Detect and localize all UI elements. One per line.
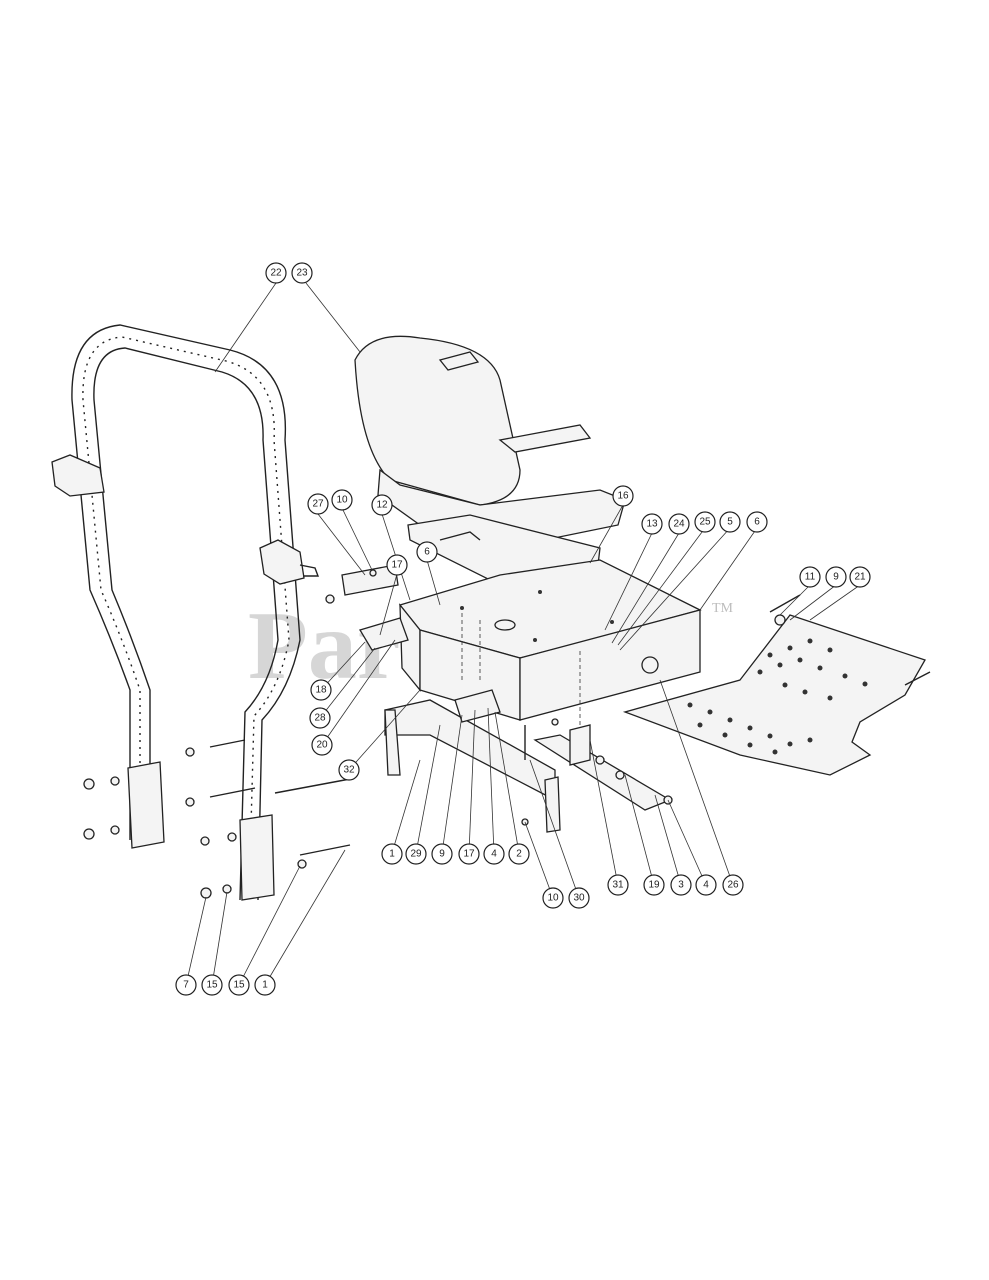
callout-13-label: 13 — [646, 519, 658, 530]
callout-17-bottom-label: 17 — [463, 849, 475, 860]
callout-12: 12 — [371, 494, 393, 516]
callout-6-right: 6 — [746, 511, 768, 533]
callout-10-bottom-label: 10 — [547, 893, 559, 904]
callout-20-label: 20 — [316, 740, 328, 751]
callout-23: 23 — [291, 262, 313, 284]
callout-12-label: 12 — [376, 500, 388, 511]
callout-30: 30 — [568, 887, 590, 909]
leader-lines — [185, 282, 861, 986]
callout-15-right-label: 15 — [233, 980, 245, 991]
callout-26: 26 — [722, 874, 744, 896]
callout-7: 7 — [175, 974, 197, 996]
callout-27: 27 — [307, 493, 329, 515]
callout-11-top: 11 — [799, 566, 821, 588]
callout-1-bottom: 1 — [254, 974, 276, 996]
floor-plate — [622, 594, 931, 776]
callout-32: 32 — [338, 759, 360, 781]
callout-31-label: 31 — [612, 880, 624, 891]
callout-7-label: 7 — [183, 980, 189, 991]
roll-bar — [51, 324, 320, 901]
callout-15-right: 15 — [228, 974, 250, 996]
callout-24: 24 — [668, 513, 690, 535]
callout-23-label: 23 — [296, 268, 308, 279]
callout-17-top: 17 — [386, 554, 408, 576]
callout-18: 18 — [310, 679, 332, 701]
callout-32-label: 32 — [343, 765, 355, 776]
callout-10-label: 10 — [336, 495, 348, 506]
callout-3: 3 — [670, 874, 692, 896]
callout-9-bottom: 9 — [431, 843, 453, 865]
callout-31: 31 — [607, 874, 629, 896]
callout-16: 16 — [612, 485, 634, 507]
callout-5-label: 5 — [727, 517, 733, 528]
callout-6-left-label: 6 — [424, 547, 430, 558]
callout-19-label: 19 — [648, 880, 660, 891]
callouts: 22 23 27 10 12 16 13 24 25 5 6 6 17 11 9… — [175, 262, 871, 996]
callout-16-label: 16 — [617, 491, 629, 502]
callout-9-bottom-label: 9 — [439, 849, 445, 860]
callout-28-label: 28 — [314, 713, 326, 724]
callout-24-label: 24 — [673, 519, 685, 530]
callout-25: 25 — [694, 511, 716, 533]
callout-11-top-label: 11 — [805, 572, 816, 583]
callout-1-mid-label: 1 — [389, 849, 395, 860]
watermark-tm: TM — [712, 601, 734, 616]
callout-21-label: 21 — [854, 572, 866, 583]
callout-2: 2 — [508, 843, 530, 865]
callout-3-label: 3 — [678, 880, 684, 891]
callout-29-label: 29 — [410, 849, 422, 860]
callout-4-right: 4 — [695, 874, 717, 896]
callout-1-bottom-label: 1 — [262, 980, 268, 991]
callout-13: 13 — [641, 513, 663, 535]
frame-rails — [384, 610, 673, 833]
roll-bar-hardware — [83, 739, 351, 899]
seat-bracket — [325, 564, 409, 651]
callout-4-mid: 4 — [483, 843, 505, 865]
floor-plate-holes — [687, 638, 868, 755]
callout-20: 20 — [311, 734, 333, 756]
callout-22: 22 — [265, 262, 287, 284]
callout-6-left: 6 — [416, 541, 438, 563]
callout-21: 21 — [849, 566, 871, 588]
callout-25-label: 25 — [699, 517, 711, 528]
callout-18-label: 18 — [315, 685, 327, 696]
callout-1-mid: 1 — [381, 843, 403, 865]
callout-9-top: 9 — [825, 566, 847, 588]
callout-30-label: 30 — [573, 893, 585, 904]
seat — [354, 335, 626, 586]
callout-22-label: 22 — [270, 268, 282, 279]
callout-6-right-label: 6 — [754, 517, 760, 528]
callout-10-bottom: 10 — [542, 887, 564, 909]
callout-10: 10 — [331, 489, 353, 511]
callout-15-left-label: 15 — [206, 980, 218, 991]
callout-17-top-label: 17 — [391, 560, 403, 571]
callout-2-label: 2 — [516, 849, 522, 860]
callout-26-label: 26 — [727, 880, 739, 891]
callout-17-bottom: 17 — [458, 843, 480, 865]
callout-9-top-label: 9 — [833, 572, 839, 583]
callout-4-right-label: 4 — [703, 880, 709, 891]
callout-15-left: 15 — [201, 974, 223, 996]
seat-box — [398, 559, 702, 721]
callout-28: 28 — [309, 707, 331, 729]
callout-5: 5 — [719, 511, 741, 533]
callout-27-label: 27 — [312, 499, 324, 510]
callout-19: 19 — [643, 874, 665, 896]
callout-29: 29 — [405, 843, 427, 865]
callout-4-mid-label: 4 — [491, 849, 497, 860]
